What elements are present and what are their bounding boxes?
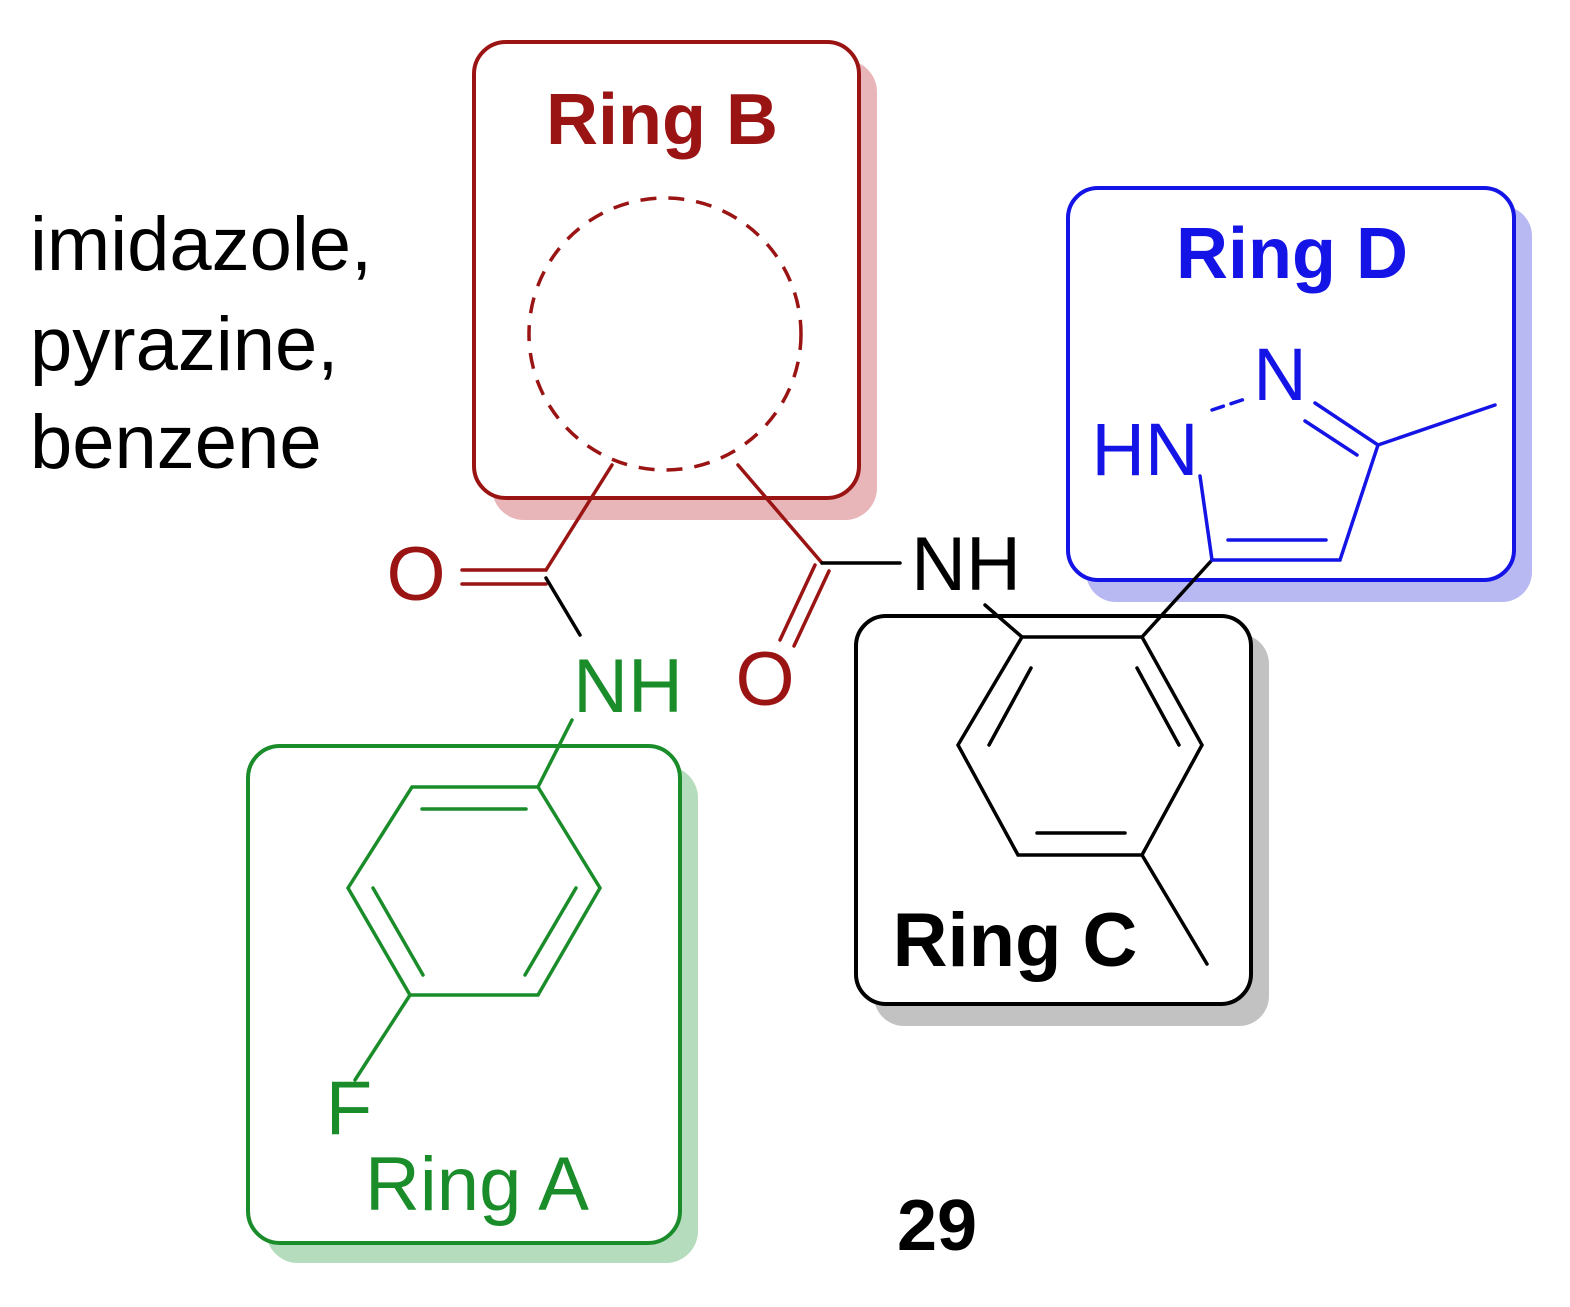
bond-nh-to-ringc: [983, 603, 1024, 639]
ring-b-title: Ring B: [546, 80, 778, 160]
ring-b-placeholder-circle: [527, 196, 803, 472]
ring-d-methyl-bond: [1376, 403, 1497, 447]
ring-a-bonds: [345, 718, 603, 1082]
bond-n1-to-c5: [1198, 474, 1214, 562]
bond-right-co-double-b: [792, 569, 831, 648]
ring-d-bonds: [1198, 396, 1497, 562]
ring-a-inner-bond-3: [523, 886, 578, 977]
ring-c-box-frame: [854, 614, 1253, 1006]
bond-ringb-to-right-carbonyl: [736, 463, 824, 565]
ring-b-option: benzene: [30, 400, 322, 485]
ring-b-box: [472, 40, 877, 520]
bond-n1-to-n2: [1210, 396, 1250, 412]
bond-right-co-double-a: [778, 563, 817, 642]
ring-b-options: imidazole, pyrazine, benzene: [30, 202, 372, 485]
ring-c-inner-bond-1: [987, 666, 1033, 747]
ring-d-title: Ring D: [1176, 214, 1408, 294]
bond-left-c-to-nh: [544, 576, 582, 637]
bond-ringa-to-fluorine: [353, 993, 412, 1082]
ring-d-hn-atom: HN: [1092, 408, 1199, 491]
bond-c3-to-n2: [1313, 401, 1380, 447]
ring-b-option: imidazole,: [30, 202, 372, 287]
linker-bonds: [460, 463, 831, 648]
ring-b-box-frame: [472, 40, 861, 500]
black-bonds: [544, 558, 1214, 966]
ring-d-box: [1066, 186, 1532, 602]
ring-a-inner-bond-2: [371, 886, 425, 977]
ring-a-title: Ring A: [365, 1142, 589, 1227]
ring-c-title: Ring C: [893, 898, 1138, 983]
bond-ringc-to-ringd: [1140, 558, 1214, 639]
fluorine-atom: F: [326, 1066, 372, 1151]
ring-c-inner-bond-3: [1135, 666, 1181, 747]
compound-number: 29: [897, 1186, 977, 1266]
right-amide-nh: NH: [911, 522, 1021, 607]
bond-c4-to-c3: [1338, 443, 1380, 562]
ring-c-methyl-bond: [1140, 853, 1209, 966]
bond-ringb-to-left-carbonyl: [544, 463, 614, 572]
bond-nh-to-ringa: [536, 718, 574, 789]
bond-c3-to-n2-inner: [1303, 419, 1359, 457]
left-carbonyl-oxygen: O: [386, 532, 445, 617]
ring-d-box-frame: [1066, 186, 1516, 582]
ring-d-n-atom: N: [1253, 333, 1306, 416]
ring-b-option: pyrazine,: [30, 302, 338, 387]
right-carbonyl-oxygen: O: [735, 637, 794, 722]
left-amide-nh: NH: [573, 644, 683, 729]
